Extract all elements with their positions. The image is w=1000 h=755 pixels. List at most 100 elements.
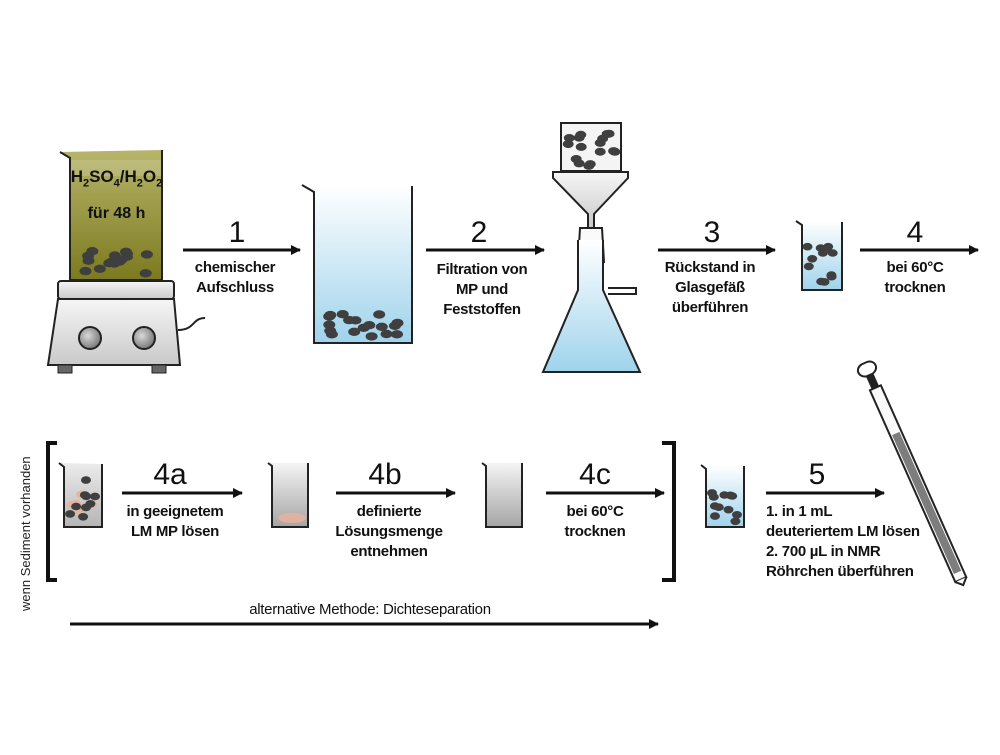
hotplate-cable: [177, 317, 206, 331]
alternative-method-label: alternative Methode: Dichteseparation: [249, 601, 491, 618]
filter-funnel: [552, 171, 629, 229]
particle: [375, 322, 388, 331]
particle: [575, 142, 587, 151]
particles-dissolving: [65, 476, 100, 521]
particles-filter: [562, 129, 621, 170]
step-number-3: 3: [703, 216, 721, 249]
particle: [826, 271, 837, 279]
particles-beaker: [323, 310, 404, 341]
suction-flask: [541, 240, 642, 373]
filtration-apparatus: [541, 122, 642, 373]
particle: [819, 278, 830, 286]
particle: [139, 269, 152, 278]
hotplate-knob-right: [132, 326, 156, 350]
particle: [71, 502, 82, 511]
particle: [79, 266, 92, 276]
particle: [343, 315, 356, 325]
particle: [85, 500, 96, 508]
particles-small-beaker: [802, 242, 838, 286]
particle: [373, 310, 386, 319]
particle: [324, 310, 337, 320]
particle: [594, 147, 606, 156]
particle: [121, 252, 133, 261]
particle: [140, 250, 153, 259]
step-number-5: 5: [808, 458, 826, 491]
nmr-tube: [856, 360, 968, 587]
particle: [819, 245, 830, 254]
particle: [827, 249, 838, 257]
particle: [603, 129, 615, 138]
step-number-4c: 4c: [579, 458, 611, 491]
particle: [391, 318, 404, 328]
particle: [82, 256, 95, 265]
particle: [563, 134, 575, 142]
step-number-4: 4: [906, 216, 924, 249]
particle: [803, 262, 814, 271]
beaker-drying: [481, 462, 523, 528]
particle: [81, 476, 91, 484]
hotplate-with-beaker: [46, 150, 206, 374]
particle: [363, 321, 376, 330]
step-number-2: 2: [470, 216, 488, 249]
side-note-sediment: wenn Sediment vorhanden: [18, 456, 33, 611]
particle: [708, 493, 719, 501]
particle: [710, 512, 720, 520]
particle: [323, 320, 336, 329]
particle: [608, 147, 620, 156]
beaker-dried: [700, 464, 745, 528]
step-number-4b: 4b: [368, 458, 402, 491]
filtrate-beaker: [301, 184, 413, 344]
particle: [78, 513, 89, 521]
particle: [365, 332, 378, 341]
particle: [573, 159, 585, 168]
particles-digestion: [79, 247, 153, 278]
particle: [730, 517, 741, 526]
particle: [90, 492, 100, 501]
particle: [380, 329, 393, 339]
hotplate-body: [46, 298, 182, 366]
hotplate-knob-left: [78, 326, 102, 350]
particle: [113, 257, 126, 266]
particle: [324, 326, 337, 335]
step-number-1: 1: [228, 216, 246, 249]
particle: [583, 161, 595, 170]
particle: [802, 242, 813, 251]
hotplate-top: [57, 280, 175, 300]
flask-side-arm: [608, 287, 637, 295]
particle: [103, 259, 116, 268]
bracket-left: [46, 441, 57, 582]
particle: [86, 247, 99, 256]
step-number-4a: 4a: [153, 458, 187, 491]
beaker-aliquot: [267, 462, 309, 528]
particle: [807, 254, 818, 263]
duration-label: für 48 h: [87, 205, 146, 222]
reagent-label: H2SO4/H2O2: [70, 167, 163, 190]
bracket-right: [662, 441, 676, 582]
particle: [732, 511, 742, 519]
particles-dried: [707, 489, 742, 526]
small-beaker-residue: [795, 220, 843, 291]
particle: [723, 505, 734, 514]
water-beaker: [301, 184, 413, 344]
particle: [575, 130, 587, 139]
particle: [336, 310, 349, 319]
particle: [348, 327, 361, 336]
particle: [713, 503, 724, 512]
particle: [597, 134, 609, 143]
particle: [725, 491, 736, 500]
particle: [79, 491, 90, 499]
particle: [65, 510, 76, 518]
particle: [93, 264, 106, 273]
beaker-dissolve: [58, 462, 103, 528]
particle: [391, 330, 403, 339]
